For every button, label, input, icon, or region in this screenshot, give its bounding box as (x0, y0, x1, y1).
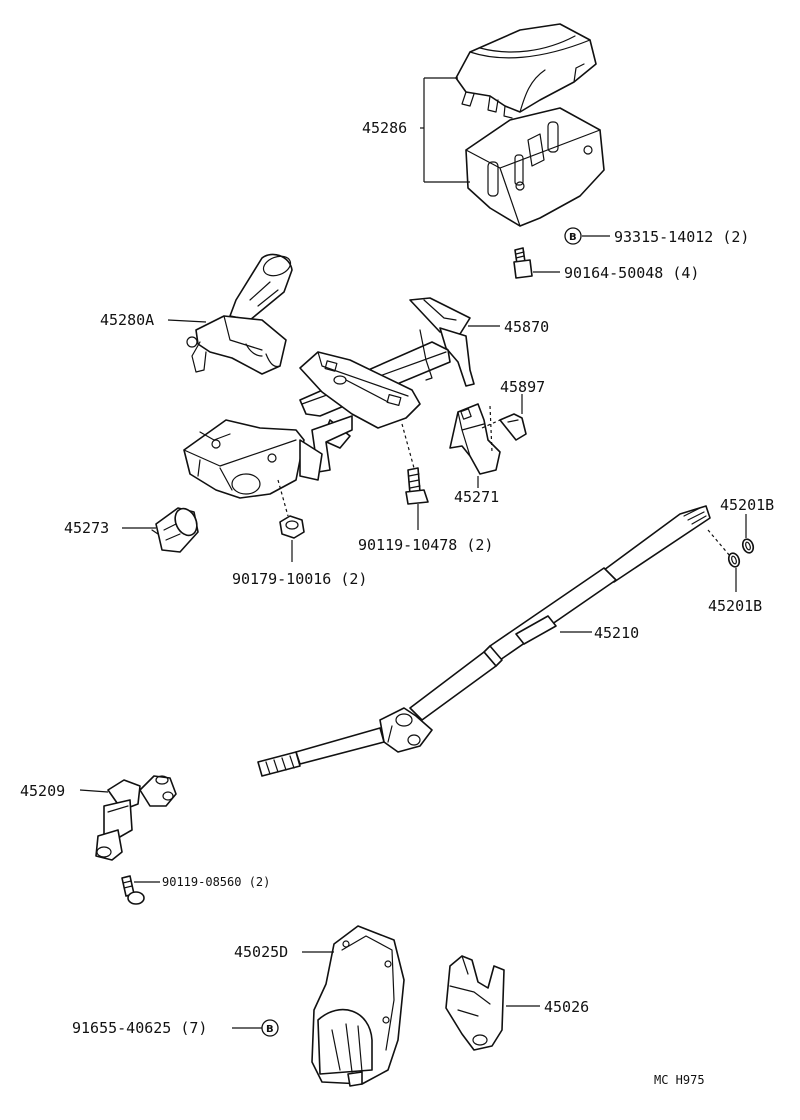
label-45026: 45026 (544, 998, 589, 1016)
label-45273: 45273 (64, 519, 109, 537)
label-45210: 45210 (594, 624, 639, 642)
label-90119-10478: 90119-10478 (2) (358, 536, 493, 554)
label-90164: 90164-50048 (4) (564, 264, 699, 282)
bracket-45280a[interactable] (186, 253, 293, 375)
callout-45201b-top: 45201B (720, 496, 774, 538)
callout-45210: 45210 (560, 624, 639, 642)
column-cover-upper[interactable] (455, 23, 597, 119)
label-45286: 45286 (362, 119, 407, 137)
callout-45280a: 45280A (100, 311, 207, 329)
nut-90179-10016[interactable] (277, 479, 305, 539)
label-45201b-bottom: 45201B (708, 597, 762, 615)
callout-45201b-bottom: 45201B (708, 568, 762, 615)
callout-90179: 90179-10016 (2) (232, 540, 367, 588)
label-90179: 90179-10016 (2) (232, 570, 367, 588)
label-90119-08560: 90119-08560 (2) (162, 875, 270, 889)
callout-45271: 45271 (454, 476, 499, 506)
b-badge-icon (261, 1019, 279, 1037)
snap-ring-upper[interactable] (741, 538, 755, 555)
main-shaft-45210[interactable] (257, 505, 711, 777)
callout-90164: 90164-50048 (4) (533, 264, 699, 282)
callout-90119-08560: 90119-08560 (2) (134, 875, 270, 889)
label-45280a: 45280A (100, 311, 154, 329)
badge-letter: B (569, 232, 577, 243)
callout-45026: 45026 (506, 998, 589, 1016)
snap-ring-lower[interactable] (727, 552, 741, 569)
bracket-45026[interactable] (445, 955, 505, 1051)
column-cover-lower[interactable] (465, 107, 605, 227)
callout-91655: 91655-40625 (7) B (72, 1019, 279, 1037)
callout-45209: 45209 (20, 782, 109, 800)
boot-cover-45025d[interactable] (311, 925, 405, 1087)
u-joint-45209[interactable] (95, 775, 177, 861)
label-45897: 45897 (500, 378, 545, 396)
callout-45870: 45870 (468, 318, 549, 336)
callout-45286: 45286 (362, 77, 470, 183)
label-45209: 45209 (20, 782, 65, 800)
label-93315: 93315-14012 (2) (614, 228, 749, 246)
screw-90164[interactable] (513, 247, 533, 279)
callout-45273: 45273 (64, 519, 156, 537)
label-45025d: 45025D (234, 943, 288, 961)
b-badge-icon (564, 227, 582, 245)
break-away-bracket[interactable] (183, 415, 353, 499)
bolt-90119-10478[interactable] (401, 423, 429, 505)
badge-letter: B (266, 1024, 274, 1035)
figure-code: MC H975 (654, 1073, 705, 1087)
callout-93315: B 93315-14012 (2) (564, 227, 749, 246)
label-45870: 45870 (504, 318, 549, 336)
bushing-45273[interactable] (151, 505, 201, 553)
callout-90119-10478: 90119-10478 (2) (358, 504, 493, 554)
bolt-90119-08560[interactable] (121, 875, 145, 905)
snap-ring-guide (707, 529, 731, 557)
clip-45897[interactable] (499, 413, 527, 441)
callout-45025d: 45025D (234, 943, 334, 961)
label-45271: 45271 (454, 488, 499, 506)
label-45201b-top: 45201B (720, 496, 774, 514)
callout-45897: 45897 (500, 378, 545, 414)
label-91655: 91655-40625 (7) (72, 1019, 207, 1037)
clamp-45271[interactable] (449, 403, 501, 475)
